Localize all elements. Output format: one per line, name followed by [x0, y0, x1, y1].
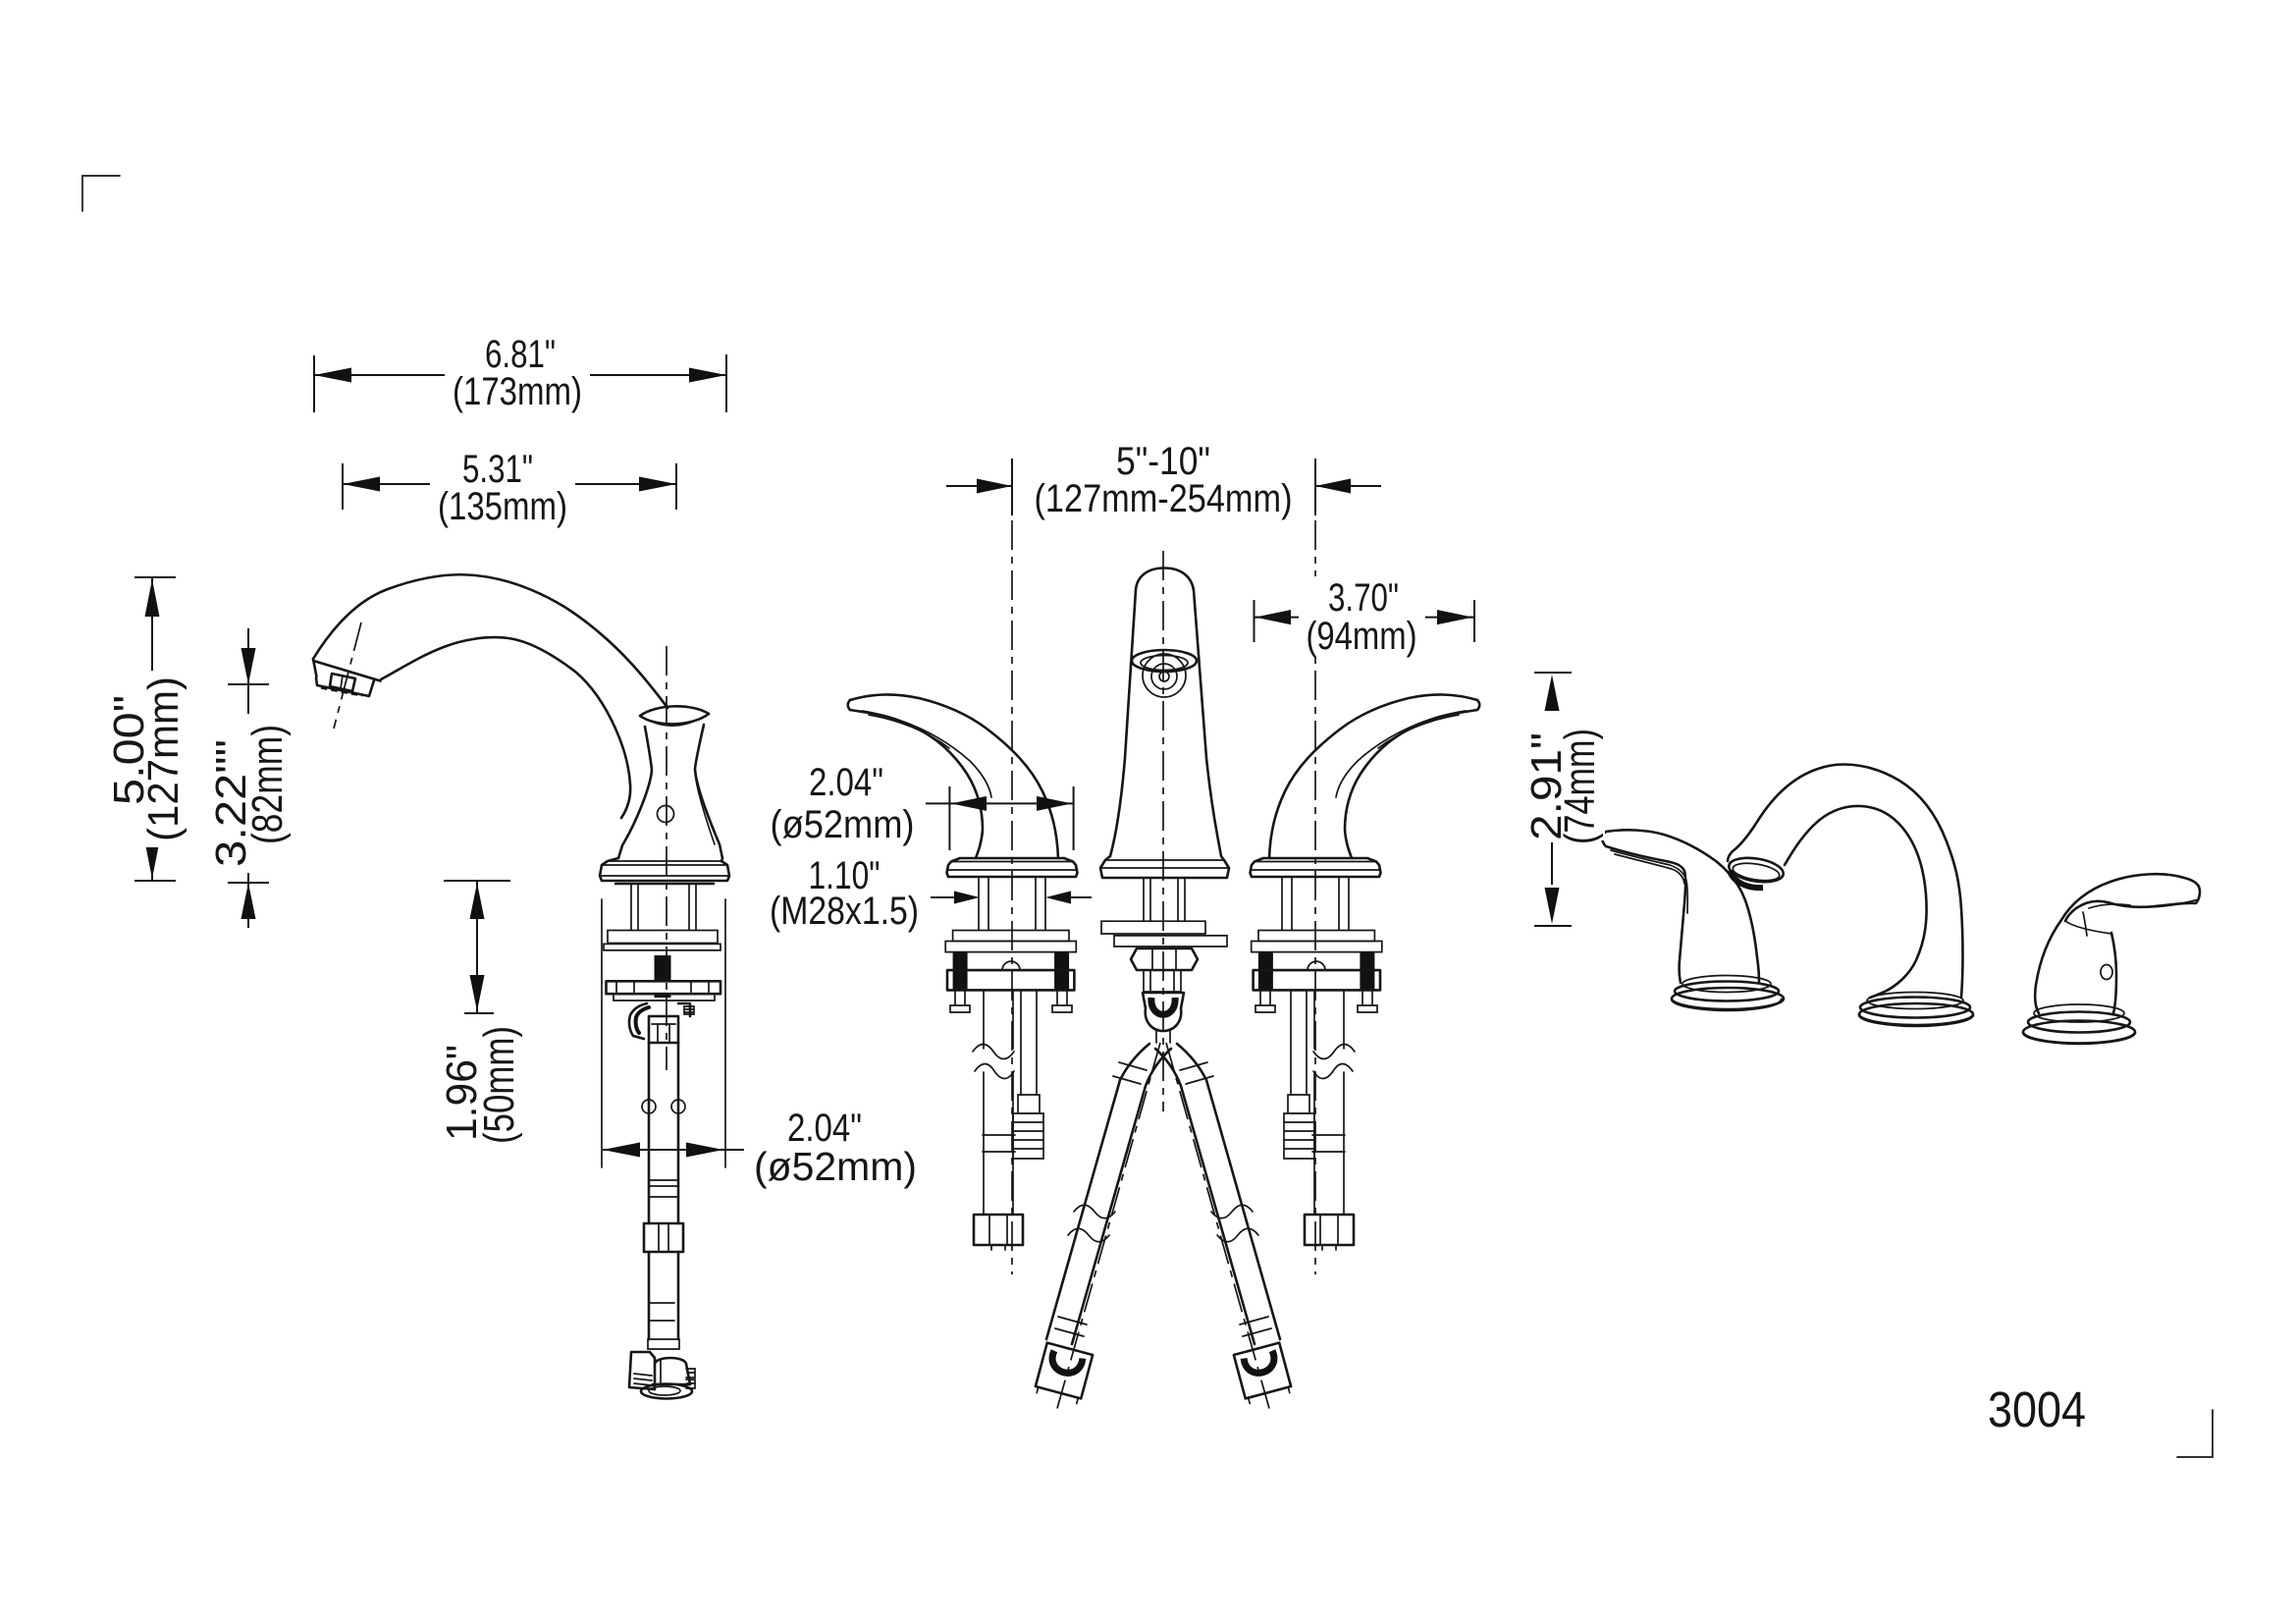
svg-text:3.22"": 3.22"" — [207, 739, 255, 867]
svg-text:(173mm): (173mm) — [453, 370, 582, 413]
svg-text:6.81": 6.81" — [485, 333, 556, 376]
svg-text:(ø52mm): (ø52mm) — [754, 1144, 917, 1189]
svg-text:(M28x1.5): (M28x1.5) — [770, 890, 919, 933]
svg-text:(127mm): (127mm) — [139, 676, 187, 841]
svg-text:5.31": 5.31" — [462, 448, 533, 491]
svg-text:5"-10": 5"-10" — [1116, 440, 1210, 483]
svg-text:2.04": 2.04" — [809, 761, 883, 804]
svg-text:2.91": 2.91" — [1522, 732, 1571, 840]
svg-text:(127mm-254mm): (127mm-254mm) — [1035, 477, 1293, 520]
svg-text:(94mm): (94mm) — [1307, 615, 1417, 658]
svg-text:(82mm): (82mm) — [243, 725, 292, 844]
svg-text:1.96": 1.96" — [438, 1045, 486, 1141]
svg-text:(ø52mm): (ø52mm) — [771, 803, 915, 846]
svg-text:5.00": 5.00" — [105, 695, 153, 805]
svg-text:3004: 3004 — [1988, 1381, 2086, 1437]
svg-text:3.70": 3.70" — [1328, 576, 1399, 620]
svg-text:(135mm): (135mm) — [438, 485, 567, 528]
svg-text:1.10": 1.10" — [809, 854, 881, 897]
svg-text:2.04": 2.04" — [787, 1107, 862, 1150]
svg-text:(50mm): (50mm) — [475, 1026, 523, 1144]
svg-text:(74mm): (74mm) — [1556, 729, 1604, 844]
